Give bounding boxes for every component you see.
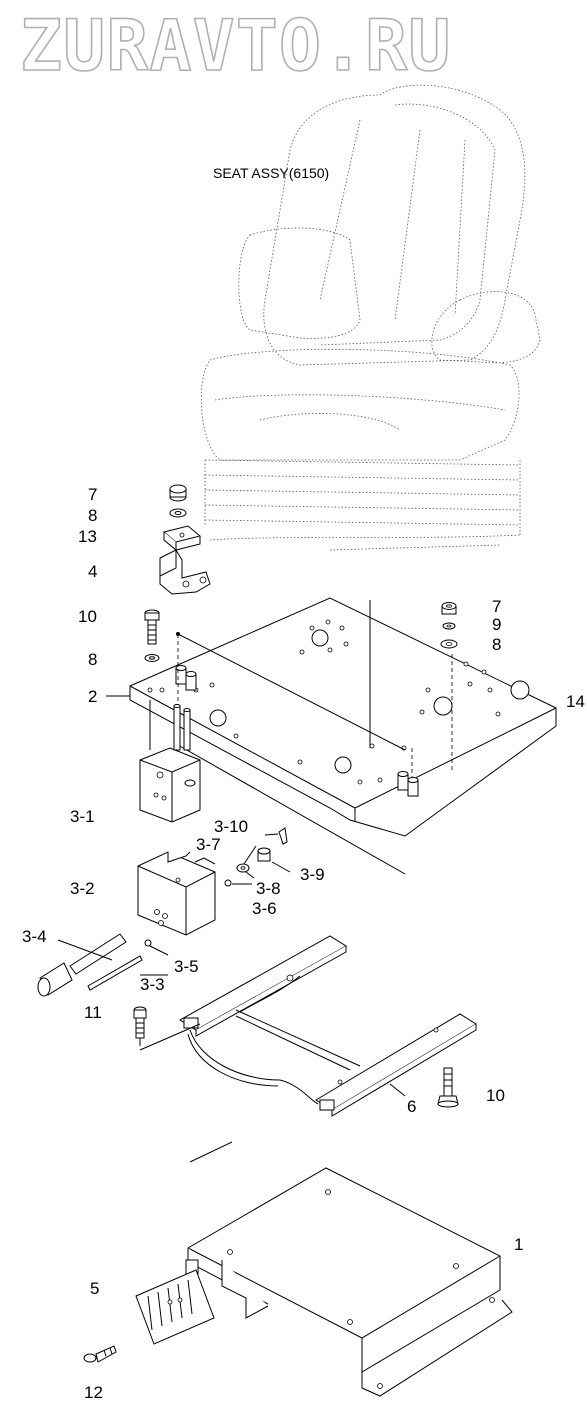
rubber-mount-13 — [162, 525, 202, 552]
label-2: 2 — [88, 687, 97, 706]
label-5: 5 — [90, 1279, 99, 1298]
assembly-title: SEAT ASSY(6150) — [213, 165, 329, 181]
plate-small-holes — [147, 619, 501, 785]
washer-8-left — [169, 508, 187, 518]
lever-assembly-3-1 — [139, 704, 201, 823]
label-14: 14 — [566, 692, 585, 711]
label-3-1: 3-1 — [70, 807, 95, 826]
washer-8-mid — [144, 654, 160, 662]
leader-lines — [57, 695, 406, 1097]
label-10-right: 10 — [486, 1086, 505, 1105]
label-8-mid: 8 — [88, 650, 97, 669]
label-3-2: 3-2 — [70, 879, 95, 898]
seat-outline — [200, 84, 541, 551]
label-11: 11 — [84, 1003, 102, 1022]
label-10-left: 10 — [78, 607, 97, 626]
label-4: 4 — [88, 562, 97, 581]
bolt-11 — [133, 1006, 147, 1046]
label-3-10: 3-10 — [214, 817, 248, 836]
label-3-4: 3-4 — [22, 927, 47, 946]
label-3-3: 3-3 — [140, 975, 165, 994]
label-3-5: 3-5 — [174, 957, 199, 976]
label-1: 1 — [514, 1235, 523, 1254]
cover-plate-5 — [135, 1269, 215, 1345]
guide-dash — [189, 1141, 233, 1163]
washer-9 — [442, 622, 456, 630]
label-3-7: 3-7 — [196, 835, 221, 854]
pin-3-5 — [144, 939, 152, 947]
label-8-left: 8 — [88, 506, 97, 525]
label-12: 12 — [84, 1383, 103, 1402]
nut-7-left — [169, 484, 187, 502]
parts-3-6-to-3-10 — [224, 827, 288, 887]
watermark-text: ZURAVTO.RU — [20, 5, 451, 87]
bolt-10-right — [437, 1067, 459, 1108]
label-9: 9 — [492, 615, 501, 634]
lever-rod-3-4 — [37, 933, 127, 997]
label-3-8: 3-8 — [256, 879, 281, 898]
seat-plate-2 — [129, 597, 557, 837]
washer-8-right — [440, 639, 458, 649]
rail-guide-line — [139, 1023, 201, 1051]
slide-rail-assembly-6 — [179, 935, 477, 1117]
label-13: 13 — [78, 527, 97, 546]
label-7-left: 7 — [88, 485, 97, 504]
bracket-3-2 — [137, 851, 216, 936]
base-plate-1 — [185, 1167, 513, 1397]
bracket-4 — [159, 549, 211, 595]
label-8-right: 8 — [492, 635, 501, 654]
label-7-right: 7 — [492, 597, 501, 616]
bolt-12 — [83, 1345, 117, 1363]
plate-studs — [175, 665, 419, 797]
label-6: 6 — [407, 1097, 416, 1116]
pin-3-3 — [87, 955, 143, 991]
label-3-9: 3-9 — [300, 865, 325, 884]
label-3-6: 3-6 — [252, 899, 277, 918]
nut-7-right — [441, 602, 457, 615]
bolt-10-left — [144, 609, 160, 645]
